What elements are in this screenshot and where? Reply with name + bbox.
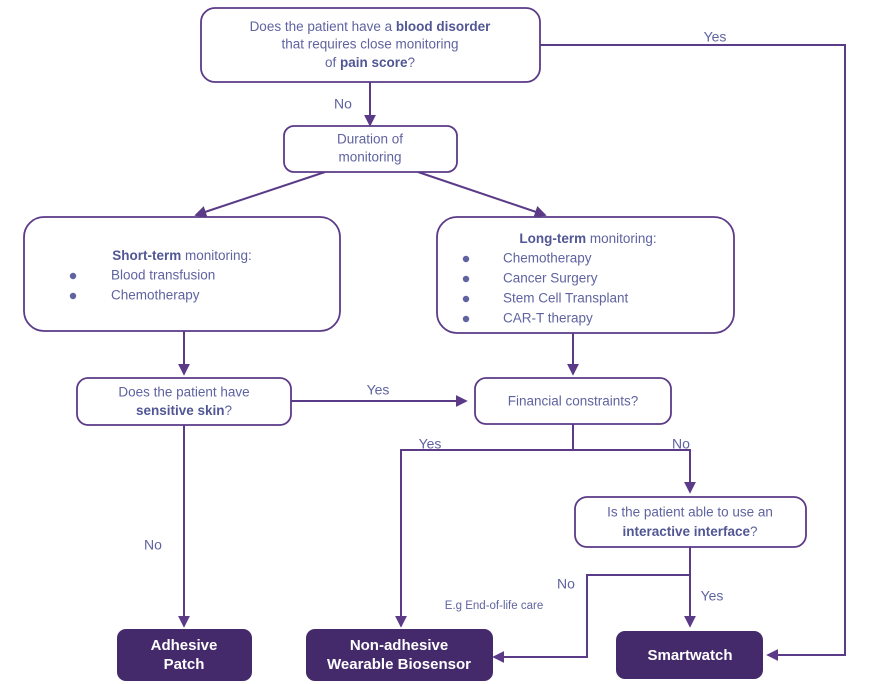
edge-duration-long-term xyxy=(417,171,547,218)
bullet-icon xyxy=(69,272,77,280)
node-question-interactive-interface-box xyxy=(574,496,807,548)
node-question-blood-disorder-box xyxy=(200,7,541,83)
node-long-term-item-0: Chemotherapy xyxy=(503,251,592,266)
edge-label-financial-no: No xyxy=(672,436,690,452)
edge-label-sensitive-skin-yes: Yes xyxy=(367,382,390,398)
node-financial-constraints-label: Financial constraints? xyxy=(508,394,639,409)
bullet-icon xyxy=(462,295,470,303)
terminal-adhesive-patch[interactable]: Adhesive Patch xyxy=(117,629,252,681)
edge-label-interactive-no-note: E.g End-of-life care xyxy=(445,600,543,612)
node-sensitive-skin-line2: sensitive skin? xyxy=(136,403,232,418)
node-short-term-monitoring[interactable]: Short-term monitoring: Blood transfusion… xyxy=(23,216,341,332)
node-short-term-item-1: Chemotherapy xyxy=(111,288,200,303)
edge-financial-no xyxy=(573,449,696,494)
terminal-smartwatch[interactable]: Smartwatch xyxy=(616,631,763,679)
node-long-term-item-3: CAR-T therapy xyxy=(503,311,593,326)
edge-duration-short-term xyxy=(194,171,326,218)
edge-label-blood-disorder-no: No xyxy=(334,96,352,112)
terminal-smartwatch-box xyxy=(616,631,763,679)
node-long-term-item-2: Stem Cell Transplant xyxy=(503,291,629,306)
node-question-blood-disorder-line3: of pain score? xyxy=(325,55,415,70)
edge-label-financial-yes: Yes xyxy=(419,436,442,452)
node-duration-of-monitoring[interactable]: Duration of monitoring xyxy=(283,125,458,173)
node-duration-of-monitoring-box xyxy=(283,125,458,173)
bullet-icon xyxy=(462,255,470,263)
bullet-icon xyxy=(462,315,470,323)
node-short-term-monitoring-box xyxy=(23,216,341,332)
node-question-financial-constraints[interactable]: Financial constraints? xyxy=(474,377,672,425)
node-question-sensitive-skin-box xyxy=(76,377,292,426)
node-short-term-heading: Short-term monitoring: xyxy=(112,248,252,263)
edge-blood-disorder-yes xyxy=(540,44,846,661)
node-question-blood-disorder-line2: that requires close monitoring xyxy=(281,37,458,52)
node-duration-line1: Duration of xyxy=(337,132,403,147)
node-sensitive-skin-line1: Does the patient have xyxy=(118,385,249,400)
terminal-non-adhesive-box xyxy=(306,629,493,681)
terminal-smartwatch-label: Smartwatch xyxy=(647,647,732,664)
terminal-non-adhesive-line1: Non-adhesive xyxy=(350,637,448,654)
node-question-sensitive-skin[interactable]: Does the patient have sensitive skin? xyxy=(76,377,292,426)
node-short-term-item-0: Blood transfusion xyxy=(111,268,215,283)
node-long-term-monitoring[interactable]: Long-term monitoring: Chemotherapy Cance… xyxy=(436,216,735,334)
edge-interactive-no xyxy=(492,574,690,663)
bullet-icon xyxy=(69,292,77,300)
edge-label-blood-disorder-yes: Yes xyxy=(704,29,727,45)
node-question-blood-disorder[interactable]: Does the patient have a blood disorder t… xyxy=(200,7,541,83)
node-interactive-interface-line2: interactive interface? xyxy=(622,524,757,539)
edge-label-interactive-yes: Yes xyxy=(701,588,724,604)
node-duration-line2: monitoring xyxy=(338,150,401,165)
edge-financial-yes xyxy=(395,424,574,628)
node-long-term-heading: Long-term monitoring: xyxy=(519,231,656,246)
terminal-adhesive-patch-line2: Patch xyxy=(164,656,205,673)
terminal-non-adhesive-wearable-biosensor[interactable]: Non-adhesive Wearable Biosensor xyxy=(306,629,493,681)
node-question-interactive-interface[interactable]: Is the patient able to use an interactiv… xyxy=(574,496,807,548)
node-interactive-interface-line1: Is the patient able to use an xyxy=(607,505,773,520)
node-question-financial-constraints-box xyxy=(474,377,672,425)
edge-label-sensitive-skin-no: No xyxy=(144,537,162,553)
bullet-icon xyxy=(462,275,470,283)
node-question-blood-disorder-line1: Does the patient have a blood disorder xyxy=(250,19,492,34)
node-long-term-monitoring-box xyxy=(436,216,735,334)
terminal-adhesive-patch-line1: Adhesive xyxy=(151,637,218,654)
terminal-non-adhesive-line2: Wearable Biosensor xyxy=(327,656,471,673)
terminal-adhesive-patch-box xyxy=(117,629,252,681)
edge-label-interactive-no: No xyxy=(557,576,575,592)
node-long-term-item-1: Cancer Surgery xyxy=(503,271,598,286)
